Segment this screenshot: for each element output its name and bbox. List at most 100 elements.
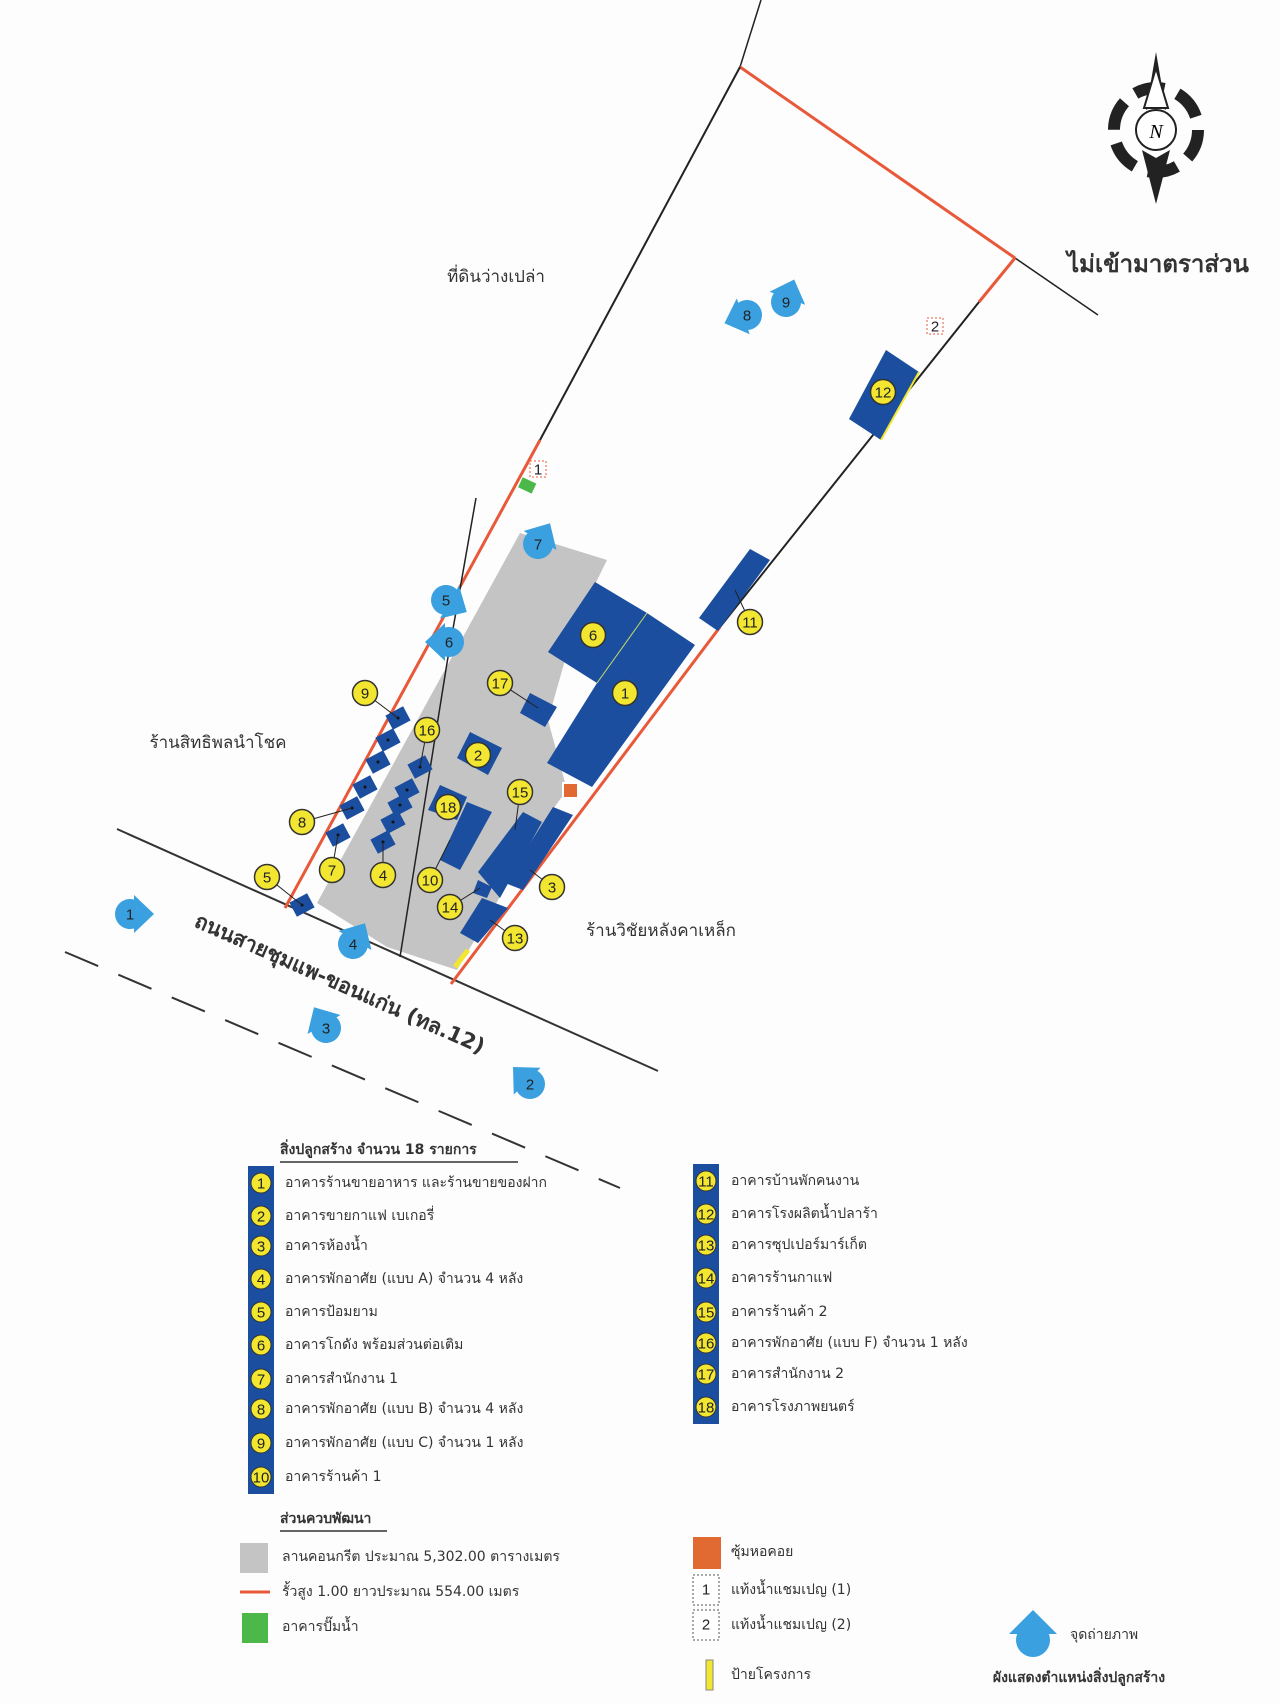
svg-text:7: 7	[257, 1372, 265, 1389]
vacant-land-label: ที่ดินว่างเปล่า	[447, 264, 545, 287]
photo-point-8[interactable]: 8	[718, 292, 768, 341]
photo-point-6[interactable]: 6	[425, 623, 464, 661]
photo-point-3[interactable]: 3	[298, 998, 350, 1051]
svg-text:9: 9	[361, 686, 369, 703]
sign-legend: ป้ายโครงการ	[731, 1666, 812, 1683]
building-13[interactable]	[460, 898, 508, 943]
svg-text:11: 11	[742, 615, 758, 632]
svg-text:อาคารซุปเปอร์มาร์เก็ต: อาคารซุปเปอร์มาร์เก็ต	[731, 1235, 867, 1253]
building-15[interactable]	[478, 812, 542, 898]
svg-text:อาคารห้องน้ำ: อาคารห้องน้ำ	[285, 1235, 368, 1254]
svg-text:3: 3	[257, 1239, 265, 1256]
neighbor-left-label: ร้านสิทธิพลนำโชค	[149, 732, 286, 753]
svg-text:12: 12	[875, 385, 892, 402]
building-label-15: 15	[506, 778, 534, 806]
svg-text:15: 15	[698, 1305, 715, 1322]
svg-text:1: 1	[702, 1582, 710, 1599]
svg-text:1: 1	[534, 462, 542, 479]
legend-item-2: 2 อาคารขายกาแฟ เบเกอรี่	[250, 1205, 435, 1227]
svg-text:อาคารร้านขายอาหาร และร้านขายขอ: อาคารร้านขายอาหาร และร้านขายของฝาก	[285, 1175, 547, 1191]
svg-text:11: 11	[698, 1174, 714, 1191]
svg-text:8: 8	[257, 1402, 265, 1419]
photo-point-4[interactable]: 4	[329, 914, 381, 967]
building-label-10: 10	[416, 866, 444, 894]
building-label-6: 6	[579, 621, 607, 649]
svg-text:17: 17	[698, 1367, 715, 1384]
svg-text:2: 2	[702, 1617, 710, 1634]
svg-text:4: 4	[379, 868, 387, 885]
building-14[interactable]	[473, 880, 492, 898]
svg-text:N: N	[1148, 121, 1164, 143]
svg-text:2: 2	[257, 1209, 265, 1226]
svg-text:1: 1	[126, 907, 134, 924]
not-to-scale-label: ไม่เข้ามาตราส่วน	[1064, 249, 1249, 278]
building-label-4: 4	[369, 861, 397, 889]
photo-point-legend: จุดถ่ายภาพ	[1070, 1627, 1138, 1643]
road-centerline	[64, 951, 621, 1189]
pump-building	[518, 477, 537, 494]
legend-item-3: 3 อาคารห้องน้ำ	[250, 1235, 368, 1257]
svg-text:17: 17	[492, 676, 509, 693]
svg-text:อาคารสำนักงาน 2: อาคารสำนักงาน 2	[731, 1366, 844, 1382]
svg-text:7: 7	[534, 537, 542, 554]
svg-text:4: 4	[257, 1272, 265, 1289]
legend-item-8: 8 อาคารพักอาศัย (แบบ B) จำนวน 4 หลัง	[250, 1398, 523, 1420]
svg-text:อาคารโรงภาพยนตร์: อาคารโรงภาพยนตร์	[731, 1398, 855, 1415]
building-label-5: 5	[253, 863, 281, 891]
legend-item-14: 14 อาคารร้านกาแฟ	[695, 1267, 832, 1289]
svg-text:8: 8	[743, 308, 751, 325]
photo-point-5[interactable]: 5	[424, 576, 477, 628]
building-label-14: 14	[436, 893, 464, 921]
svg-text:อาคารสำนักงาน 1: อาคารสำนักงาน 1	[285, 1371, 398, 1387]
photo-point-1[interactable]: 1	[115, 895, 154, 933]
dev-title: ส่วนควบพัฒนา	[280, 1511, 371, 1527]
svg-text:2: 2	[474, 748, 482, 765]
photo-point-9[interactable]: 9	[763, 273, 812, 323]
sign-swatch	[705, 1659, 714, 1691]
project-sign-marker	[453, 948, 470, 969]
neighbor-right-label: ร้านวิชัยหลังคาเหล็ก	[586, 919, 736, 941]
building-label-12: 12	[869, 378, 897, 406]
svg-text:16: 16	[698, 1336, 715, 1353]
svg-text:9: 9	[782, 295, 790, 312]
building-label-3: 3	[538, 873, 566, 901]
concrete-swatch	[240, 1543, 268, 1573]
tower-legend: ซุ้มหอคอย	[731, 1544, 793, 1560]
svg-text:อาคารพักอาศัย (แบบ B) จำนวน 4: อาคารพักอาศัย (แบบ B) จำนวน 4 หลัง	[285, 1401, 523, 1417]
svg-text:อาคารร้านกาแฟ: อาคารร้านกาแฟ	[731, 1270, 832, 1286]
building-3[interactable]	[505, 807, 573, 890]
photo-point-2[interactable]: 2	[500, 1054, 554, 1108]
svg-text:10: 10	[253, 1470, 270, 1487]
svg-text:8: 8	[298, 815, 306, 832]
svg-text:13: 13	[698, 1238, 715, 1255]
svg-text:อาคารขายกาแฟ เบเกอรี่: อาคารขายกาแฟ เบเกอรี่	[285, 1206, 435, 1224]
svg-text:อาคารพักอาศัย (แบบ F) จำนวน 1: อาคารพักอาศัย (แบบ F) จำนวน 1 หลัง	[731, 1335, 968, 1351]
svg-text:5: 5	[257, 1305, 265, 1322]
svg-text:6: 6	[445, 635, 453, 652]
building-10[interactable]	[440, 802, 492, 870]
well-2-marker: 2	[926, 317, 944, 336]
svg-text:1: 1	[621, 686, 629, 703]
legend-item-16: 16 อาคารพักอาศัย (แบบ F) จำนวน 1 หลัง	[695, 1332, 968, 1354]
svg-text:14: 14	[698, 1271, 715, 1288]
photo-point-7[interactable]: 7	[514, 514, 566, 567]
svg-text:อาคารร้านค้า 1: อาคารร้านค้า 1	[285, 1469, 382, 1485]
building-label-9: 9	[351, 679, 379, 707]
building-label-16: 16	[413, 716, 441, 744]
svg-text:5: 5	[263, 870, 271, 887]
building-17[interactable]	[520, 693, 557, 727]
building-label-7: 7	[318, 856, 346, 884]
svg-text:15: 15	[512, 785, 529, 802]
well-2-swatch	[692, 1609, 720, 1641]
building-11[interactable]	[699, 549, 770, 631]
building-label-17: 17	[486, 669, 514, 697]
